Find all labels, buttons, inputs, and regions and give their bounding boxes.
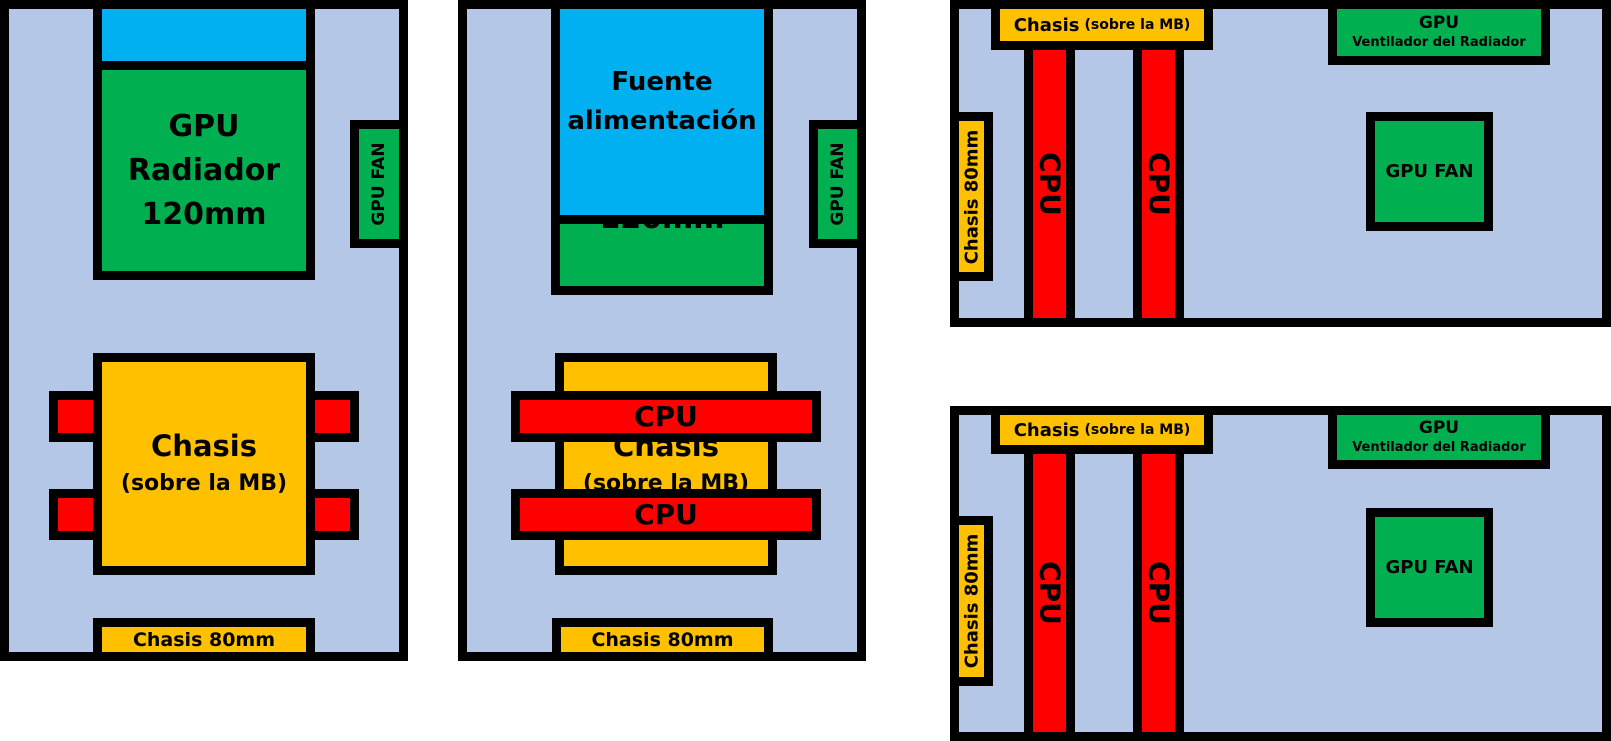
cpu-label: CPU (634, 498, 698, 531)
chassis-mb-label-main: Chasis (1013, 14, 1080, 36)
panel-2-cpu-bottom: CPU (511, 489, 821, 540)
panel-1-chassis-mb: Chasis (sobre la MB) (93, 353, 315, 575)
panel-2-chassis-mb: Chasis (sobre la MB) (555, 353, 777, 575)
gpu-fan-label: GPU FAN (1385, 557, 1474, 578)
panel-3-chassis-mb: Chasis (sobre la MB) (991, 0, 1213, 50)
panel-4-chassis-80mm: Chasis 80mm (950, 516, 993, 686)
panel-3-gpu-fan: GPU FAN (1366, 112, 1493, 231)
panel-1-power-supply (93, 0, 315, 70)
radiator-fan-label-line2: Ventilador del Radiador (1352, 34, 1526, 50)
panel-3-cpu-right: CPU (1133, 41, 1184, 327)
radiator-fan-label-line1: GPU (1418, 12, 1460, 33)
panel-4-gpu-fan: GPU FAN (1366, 508, 1493, 627)
chassis-80-label: Chasis 80mm (591, 628, 734, 651)
panel-4-cpu-left: CPU (1024, 445, 1075, 741)
chassis-mb-label-sub: (sobre la MB) (1084, 17, 1191, 33)
radiator-label-line3: 120mm (141, 196, 267, 232)
chassis-80-label: Chasis 80mm (961, 129, 982, 264)
gpu-fan-label: GPU FAN (369, 142, 389, 226)
radiator-label-line2: Radiador (127, 152, 281, 188)
cpu-label: CPU (1033, 561, 1066, 625)
panel-3-cpu-left: CPU (1024, 41, 1075, 327)
psu-label-line2: alimentación (567, 106, 757, 136)
panel-2-gpu-fan: GPU FAN (809, 120, 866, 248)
panel-2-power-supply: Fuente alimentación (551, 0, 773, 224)
panel-3-gpu-radiator-fan: GPU Ventilador del Radiador (1328, 0, 1550, 65)
panel-1-chassis-80mm: Chasis 80mm (93, 618, 315, 661)
psu-label-line1: Fuente (611, 67, 713, 97)
panel-2-chassis-80mm: Chasis 80mm (552, 618, 773, 661)
chassis-mb-label-sub: (sobre la MB) (1084, 422, 1191, 438)
chassis-mb-label-line1: Chasis (151, 429, 257, 463)
cpu-label: CPU (1142, 561, 1175, 625)
gpu-fan-label: GPU FAN (827, 142, 848, 226)
panel-1-gpu-radiator: GPU Radiador 120mm (93, 61, 315, 280)
cpu-label: CPU (1142, 152, 1175, 216)
chassis-80-label: Chasis 80mm (132, 628, 276, 651)
chassis-mb-label-main: Chasis (1013, 419, 1080, 441)
panel-2-cpu-top: CPU (511, 391, 821, 442)
panel-1-gpu-fan: GPU FAN (350, 120, 408, 248)
chassis-80-label: Chasis 80mm (961, 533, 982, 669)
panel-4-gpu-radiator-fan: GPU Ventilador del Radiador (1328, 406, 1550, 469)
radiator-fan-label-line2: Ventilador del Radiador (1352, 439, 1526, 455)
panel-3-chassis-80mm: Chasis 80mm (950, 112, 993, 281)
panel-4-chassis-mb: Chasis (sobre la MB) (991, 406, 1213, 454)
cpu-label: CPU (1033, 152, 1066, 216)
cpu-label: CPU (634, 400, 698, 433)
panel-4-cpu-right: CPU (1133, 445, 1184, 741)
radiator-fan-label-line1: GPU (1418, 417, 1460, 438)
gpu-fan-label: GPU FAN (1385, 161, 1474, 182)
chassis-mb-label-line2: (sobre la MB) (120, 471, 288, 496)
radiator-label-line1: GPU (168, 108, 240, 144)
